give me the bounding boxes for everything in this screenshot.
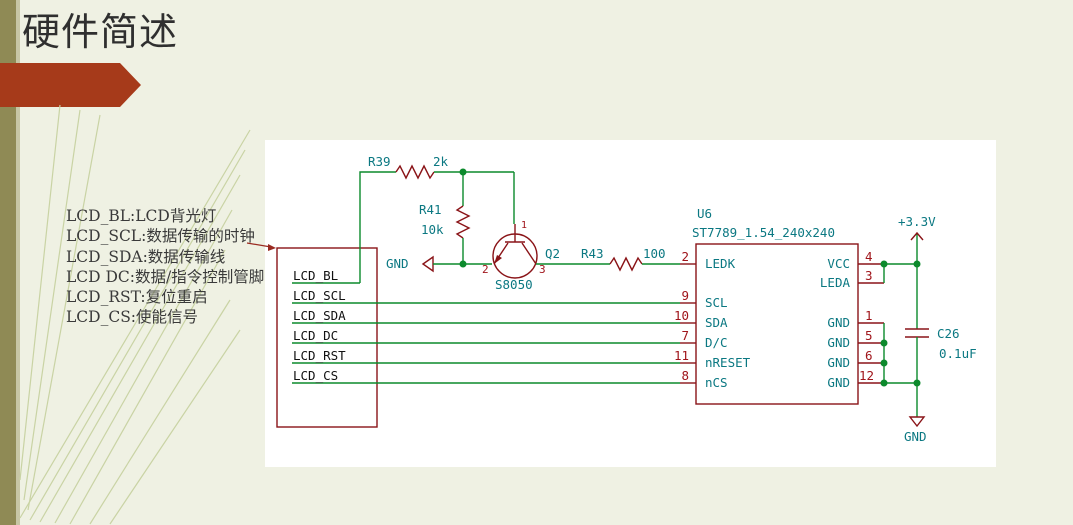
slide-title: 硬件简述 [22,10,179,54]
power-label: +3.3V [898,214,936,229]
u6-pin-name-nreset: nRESET [705,355,751,370]
q2-part: S8050 [495,277,533,292]
label-lcd-cs: LCD_CS [293,368,338,383]
u6-ref: U6 [697,206,712,221]
slide-sidebar-bar [0,0,16,525]
label-lcd-dc: LCD_DC [293,328,338,343]
q2-pin1: 1 [521,220,527,231]
bl-wire [359,171,396,283]
r41-value: 10k [421,222,444,237]
r39-value: 2k [433,154,449,169]
u6-pin-name-dc: D/C [705,335,728,350]
u6-pin-name-gnd6: GND [827,355,850,370]
note-lcd-scl: LCD_SCL:数据传输的时钟 [66,227,255,246]
note-pointer-arrow [246,242,272,248]
u6-pin-name-gnd5: GND [827,335,850,350]
u6-pin-9: 9 [681,288,689,303]
slide-sidebar-shade [16,0,20,525]
signal-notes: LCD_BL:LCD背光灯 LCD_SCL:数据传输的时钟 LCD_SDA:数据… [66,206,266,328]
c26-ref: C26 [937,326,960,341]
u6-pin-name-vcc: VCC [827,256,850,271]
r43-ref: R43 [581,246,604,261]
u6-pin-name-ncs: nCS [705,375,728,390]
q2-ref: Q2 [545,246,560,261]
u6-pin-10: 10 [674,308,689,323]
u6-pin-1: 1 [865,308,873,323]
u6-pin-name-ledk: LEDK [705,256,736,271]
u6-chip-body [695,243,859,405]
r39-ref: R39 [368,154,391,169]
label-lcd-bl: LCD_BL [293,268,338,283]
gnd-left-symbol [421,255,434,273]
u6-pin-3: 3 [865,268,873,283]
label-lcd-rst: LCD_RST [293,348,346,363]
u6-pin-name-scl: SCL [705,295,728,310]
r39-resistor [395,164,435,180]
connector-pin-wires [292,282,680,384]
r43-resistor [609,256,643,272]
label-lcd-sda: LCD_SDA [293,308,346,323]
lcd-connector-box [276,247,378,428]
u6-pin-6: 6 [865,348,873,363]
u6-pin-name-gnd12: GND [827,375,850,390]
note-lcd-bl: LCD_BL:LCD背光灯 [66,207,217,225]
u6-left-pin-lines [680,263,696,384]
note-lcd-dc: LCD DC:数据/指令控制管脚 [66,267,265,286]
decorative-lines [19,104,251,525]
u6-pin-5: 5 [865,328,873,343]
q2-pin3: 3 [539,263,546,276]
u6-right-pin-lines [858,263,884,384]
u6-pin-2: 2 [681,249,689,264]
u6-pin-name-leda: LEDA [820,275,851,290]
r41-resistor [455,205,471,239]
u6-pin-11: 11 [674,348,689,363]
gnd-right-symbol [908,416,926,428]
junction-gnd-left [459,260,467,268]
c26-value: 0.1uF [939,346,977,361]
power-arrow-symbol [910,231,924,241]
note-lcd-cs: LCD_CS:使能信号 [66,308,199,327]
u6-pin-4: 4 [865,249,873,264]
note-pointer-arrowhead [268,244,276,251]
u6-pin-name-gnd1: GND [827,315,850,330]
note-lcd-sda: LCD_SDA:数据传输线 [66,247,226,266]
u6-part: ST7789_1.54_240x240 [692,225,835,240]
u6-pin-12: 12 [859,368,874,383]
note-lcd-rst: LCD_RST:复位重启 [66,288,208,307]
label-lcd-scl: LCD_SCL [293,288,346,303]
r43-value: 100 [643,246,666,261]
u6-pin-7: 7 [681,328,689,343]
title-accent-arrow [0,63,141,107]
q2-pin2: 2 [482,263,489,276]
u6-pin-8: 8 [681,368,689,383]
r41-ref: R41 [419,202,442,217]
gnd-right-label: GND [904,429,927,444]
u6-pin-name-sda: SDA [705,315,728,330]
gnd-left-label: GND [386,256,409,271]
